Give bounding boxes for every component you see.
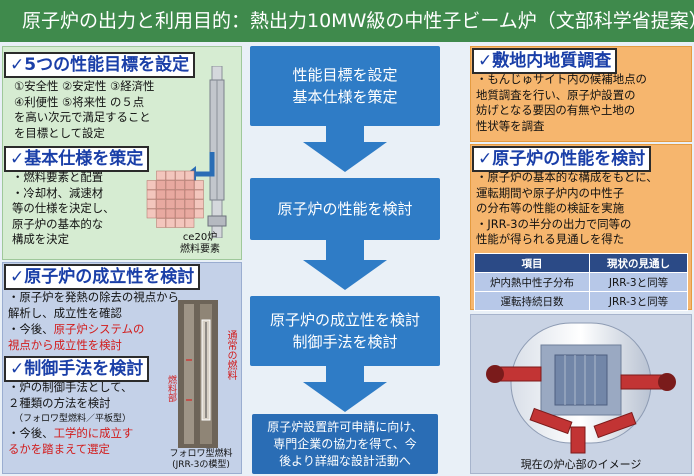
flow-step-4: 原子炉設置許可申請に向け、 専門企業の協力を得て、今 後より詳細な設計活動へ	[252, 414, 438, 474]
follower-fuel-caption: フォロワ型燃料 (JRR-3の模型)	[169, 449, 233, 470]
flow-arrow-2-icon	[303, 260, 387, 290]
fuel-grid-cell	[194, 208, 204, 219]
fuel-grid-cell	[184, 208, 195, 219]
table-header-item: 項目	[474, 253, 590, 273]
fuel-grid-cell	[175, 180, 185, 190]
fuel-grid-cell	[165, 199, 176, 209]
table-cell: 炉内熱中性子分布	[474, 272, 590, 292]
fuel-grid-cell	[156, 180, 166, 190]
fuel-grid-cell	[156, 170, 166, 181]
fuel-grid-cell	[194, 189, 204, 200]
fuel-grid-cell	[165, 189, 176, 200]
reactor-core-image	[486, 322, 676, 454]
core-fuel-grid-image	[144, 168, 206, 230]
reactor-core-caption: 現在の炉心部のイメージ	[520, 458, 642, 471]
fuel-grid-cell	[175, 199, 185, 209]
table-cell: 運転持続日数	[474, 291, 590, 311]
fuel-section-label: 燃料部	[166, 375, 176, 402]
geology-text: ・もんじゅサイト内の候補地点の 地質調査を行い、原子炉設置の 妨げとなる要因の有…	[476, 72, 647, 133]
control-heading: ✓制御手法を検討	[4, 356, 150, 382]
feasibility-heading-box: ✓原子炉の成立性を検討	[4, 264, 201, 294]
control-future-text: ・今後、工学的に成立す るかを踏まえて選定	[8, 426, 184, 460]
flow-arrow-2-stem	[326, 240, 364, 260]
fuel-grid-cell	[165, 208, 176, 219]
feasibility-future-red: 原子炉システムの 視点から成立性を検討	[8, 322, 145, 352]
control-future-prefix: ・今後、	[8, 426, 54, 440]
fuel-grid-cell	[156, 189, 166, 200]
geology-heading: ✓敷地内地質調査	[472, 48, 618, 74]
performance-table-wrap: 項目 現状の見通し 炉内熱中性子分布 JRR-3と同等 運転持続日数 JRR-3…	[474, 253, 688, 311]
table-row: 運転持続日数 JRR-3と同等	[474, 291, 688, 311]
performance-goals-heading-box: ✓5つの性能目標を設定	[4, 52, 196, 82]
fuel-grid-cell	[175, 208, 185, 219]
control-heading-box: ✓制御手法を検討	[4, 356, 150, 386]
basic-spec-text: ・燃料要素と配置 ・冷却材、減速材 等の仕様を決定し、 原子炉の基本的な 構成を…	[12, 170, 115, 246]
flow-arrow-1-stem	[326, 126, 364, 142]
fuel-grid-cell	[194, 180, 204, 190]
page-title: 原子炉の出力と利用目的：熱出力10MW級の中性子ビーム炉（文部科学省提案）	[0, 0, 694, 42]
fuel-grid-cell	[194, 199, 204, 209]
table-cell: JRR-3と同等	[589, 272, 688, 292]
fuel-grid-cell	[184, 218, 195, 228]
flow-arrow-3-stem	[326, 366, 364, 382]
table-header-outlook: 現状の見通し	[589, 253, 688, 273]
fuel-grid-cell	[146, 208, 157, 219]
table-cell: JRR-3と同等	[589, 291, 688, 311]
control-future-red: 工学的に成立す るかを踏まえて選定	[8, 426, 134, 456]
table-header-row: 項目 現状の見通し	[474, 253, 688, 273]
fuel-grid-cell	[184, 180, 195, 190]
feasibility-text: ・原子炉を発熱の除去の視点から 解析し、成立性を確認	[8, 290, 179, 320]
fuel-grid-cell	[175, 170, 185, 181]
geology-heading-box: ✓敷地内地質調査	[472, 48, 618, 78]
fuel-grid-cell	[184, 199, 195, 209]
basic-spec-heading-box: ✓基本仕様を策定	[4, 146, 150, 176]
fuel-grid-cell	[156, 208, 166, 219]
follower-fuel-image	[178, 300, 218, 448]
fuel-grid-cell	[165, 180, 176, 190]
flow-step-2: 原子炉の性能を検討	[250, 178, 440, 240]
fuel-grid-cell	[184, 189, 195, 200]
control-small-text: （フォロワ型燃料／平板型）	[14, 414, 132, 424]
reactor-core-image-panel: 現在の炉心部のイメージ	[470, 314, 692, 474]
core-fuel-caption: ce20炉 燃料要素	[180, 232, 220, 255]
fuel-grid-cell	[175, 189, 185, 200]
fuel-grid-cell	[146, 180, 157, 190]
fuel-grid-cell	[184, 170, 195, 181]
fuel-grid-cell	[165, 170, 176, 181]
table-row: 炉内熱中性子分布 JRR-3と同等	[474, 272, 688, 292]
control-text: ・炉の制御手法として、 ２種類の方法を検討	[8, 380, 133, 410]
flow-step-3: 原子炉の成立性を検討 制御手法を検討	[250, 296, 440, 366]
basic-spec-heading: ✓基本仕様を策定	[4, 146, 150, 172]
fuel-grid-cell	[146, 189, 157, 200]
performance-text: ・原子炉の基本的な構成をもとに、 運転期間や原子炉内の中性子 の分布等の性能の検…	[476, 170, 658, 246]
flow-step-1: 性能目標を設定 基本仕様を策定	[250, 46, 440, 126]
normal-fuel-label: 通常の燃料	[225, 330, 236, 380]
performance-goals-heading: ✓5つの性能目標を設定	[4, 52, 196, 78]
performance-heading: ✓原子炉の性能を検討	[472, 146, 652, 172]
feasibility-heading: ✓原子炉の成立性を検討	[4, 264, 201, 290]
flow-arrow-1-icon	[303, 142, 387, 172]
performance-goals-text: ①安全性 ②安定性 ③経済性 ④利便性 ⑤将来性 の５点 を高い次元で満足するこ…	[14, 79, 155, 140]
fuel-grid-cell	[156, 199, 166, 209]
feasibility-future-prefix: ・今後、	[8, 322, 54, 336]
fuel-grid-cell	[175, 218, 185, 228]
performance-table: 項目 現状の見通し 炉内熱中性子分布 JRR-3と同等 運転持続日数 JRR-3…	[474, 253, 688, 311]
flow-arrow-3-icon	[303, 382, 387, 412]
fuel-grid-cell	[146, 199, 157, 209]
performance-heading-box: ✓原子炉の性能を検討	[472, 146, 652, 176]
feasibility-future-text: ・今後、原子炉システムの 視点から成立性を検討	[8, 322, 192, 354]
fuel-grid-cell	[156, 218, 166, 228]
fuel-grid-cell	[165, 218, 176, 228]
